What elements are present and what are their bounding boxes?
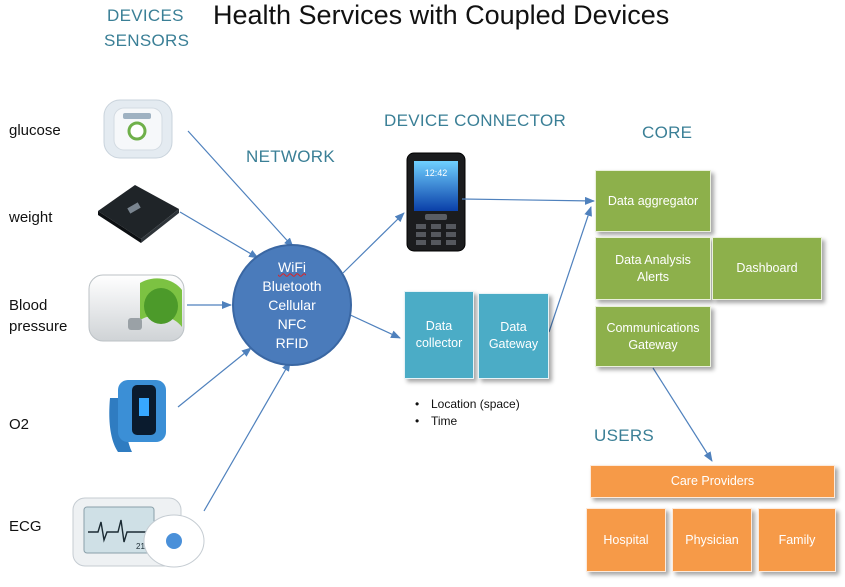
data-gateway-line2: Gateway [488,337,539,351]
data-gateway-line1: Data [500,320,527,334]
arrow-phone-core [461,196,595,205]
sensor-label-weight: weight [9,209,53,226]
page-title: Health Services with Coupled Devices [213,0,670,30]
data-analysis-box: Data Analysis Alerts [595,237,711,300]
sensor-label-o2: O2 [9,416,30,433]
heading-users: USERS [594,426,655,445]
sensor-arrows [177,130,294,512]
dashboard-box: Dashboard [712,237,822,300]
bullet-time: Time [413,413,520,430]
glucose-sensor-icon [103,99,173,159]
connector-bullet-list: Location (space) Time [413,396,520,430]
sensor-label-ecg: ECG [9,518,42,535]
network-type-nfc: NFC [277,315,307,332]
heading-sensors: SENSORS [104,31,190,50]
sensor-label-blood: Blood [9,297,48,314]
svg-text:12:42: 12:42 [425,168,448,178]
heading-core: CORE [642,123,693,142]
network-type-bluetooth: Bluetooth [262,277,322,294]
communications-line2: Gateway [628,337,678,352]
communications-line1: Communications [606,320,700,335]
network-type-cellular: Cellular [268,296,316,313]
data-gateway-box: Data Gateway [478,293,549,379]
data-analysis-line1: Data Analysis [615,252,691,267]
arrow-comms-users [652,367,713,462]
phone-icon: 12:42 [406,152,466,252]
bullet-location: Location (space) [413,396,520,413]
arrow-network-collector [345,312,401,339]
care-providers-box: Care Providers [590,465,835,498]
ecg-device-icon: 21 [72,497,205,568]
heading-network: NETWORK [246,147,335,166]
heading-devices: DEVICES [107,6,184,25]
data-collector-line1: Data [425,319,453,333]
sensor-label-glucose: glucose [9,122,61,139]
sensor-label-pressure: pressure [9,318,68,335]
network-circle: WiFi Bluetooth Cellular NFC RFID [232,244,352,366]
network-type-wifi: WiFi [278,258,306,275]
arrow-network-phone [342,212,405,274]
weight-scale-icon [98,185,179,243]
communications-gateway-box: Communications Gateway [595,306,711,367]
connector-arrows [342,196,713,462]
arrow-weight-network [179,211,259,259]
blood-pressure-monitor-icon [88,274,185,342]
network-type-rfid: RFID [275,334,309,351]
family-box: Family [758,508,836,572]
data-aggregator-box: Data aggregator [595,170,711,232]
data-collector-box: Data collector [404,291,474,379]
data-analysis-line2: Alerts [637,269,669,284]
data-collector-line2: collector [415,336,463,350]
arrow-o2-network [177,347,252,408]
hospital-box: Hospital [586,508,666,572]
arrow-glucose-network [187,130,294,248]
heading-device-connector: DEVICE CONNECTOR [384,111,567,130]
physician-box: Physician [672,508,752,572]
o2-band-icon [109,380,166,452]
svg-text:21: 21 [136,542,145,551]
arrow-ecg-network [203,361,291,512]
arrow-gateway-core [548,206,592,333]
